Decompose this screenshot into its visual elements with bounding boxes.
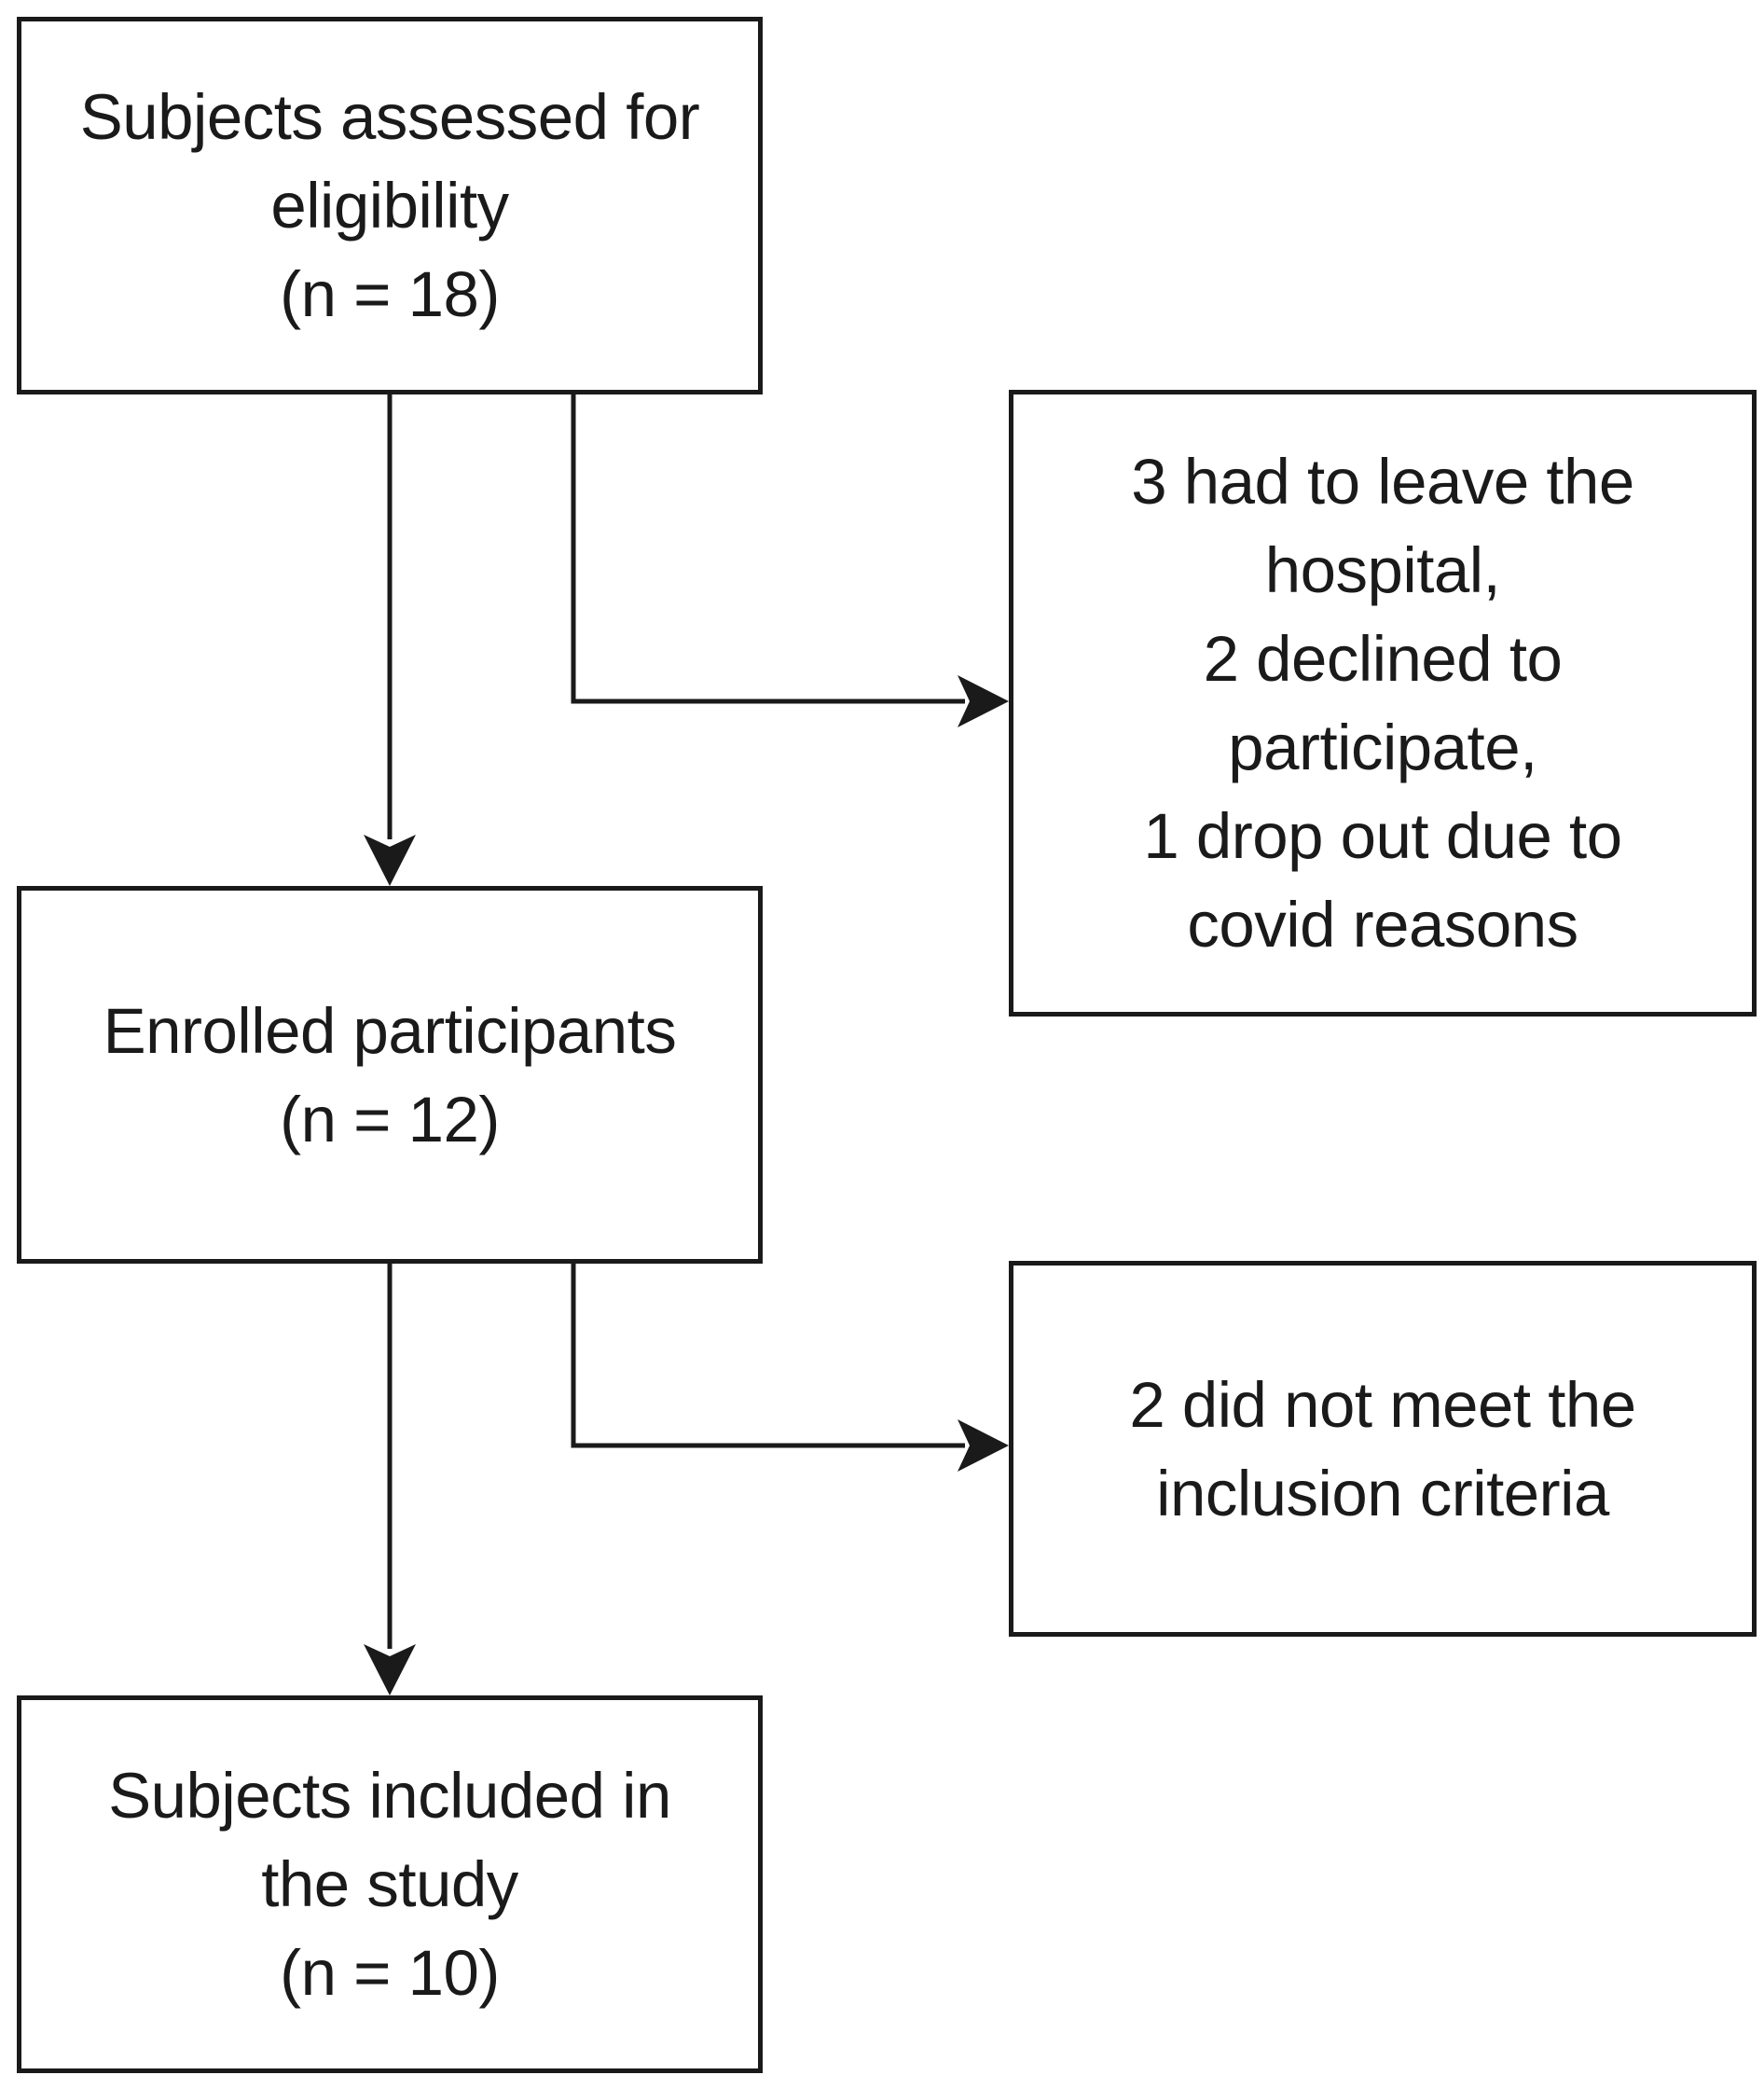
enrolled-participants-text: Enrolled participants (n = 12) — [103, 987, 677, 1164]
included-in-study-text: Subjects included in the study (n = 10) — [108, 1751, 671, 2017]
text-line: participate, — [1228, 712, 1537, 783]
text-line: covid reasons — [1187, 889, 1578, 961]
excluded-after-enrollment-text: 2 did not meet the inclusion criteria — [1129, 1361, 1636, 1538]
excluded-before-enrollment-box: 3 had to leave the hospital, 2 declined … — [1009, 390, 1757, 1017]
text-line: Subjects assessed for — [79, 81, 700, 153]
arrow-enrolled-to-criteria-exclusion — [571, 1264, 1009, 1472]
text-line: 3 had to leave the — [1131, 446, 1634, 518]
included-in-study-box: Subjects included in the study (n = 10) — [17, 1695, 763, 2073]
enrolled-participants-box: Enrolled participants (n = 12) — [17, 886, 763, 1264]
text-line: Subjects included in — [108, 1760, 671, 1832]
excluded-after-enrollment-box: 2 did not meet the inclusion criteria — [1009, 1261, 1757, 1637]
arrow-enrolled-to-included — [364, 1264, 416, 1695]
text-line: hospital, — [1264, 534, 1501, 606]
text-line: 2 did not meet the — [1129, 1368, 1636, 1441]
text-line: the study — [261, 1848, 518, 1920]
text-line: 2 declined to — [1203, 623, 1563, 695]
excluded-before-enrollment-text: 3 had to leave the hospital, 2 declined … — [1131, 437, 1634, 969]
text-line: Enrolled participants — [103, 994, 677, 1067]
text-line: inclusion criteria — [1156, 1457, 1609, 1529]
text-line: (n = 12) — [280, 1083, 500, 1155]
text-line: (n = 18) — [280, 258, 500, 330]
assessed-for-eligibility-text: Subjects assessed for eligibility (n = 1… — [80, 73, 700, 339]
arrow-assessed-to-exclusions — [571, 394, 1009, 727]
assessed-for-eligibility-box: Subjects assessed for eligibility (n = 1… — [17, 17, 763, 394]
text-line: eligibility — [270, 170, 509, 242]
text-line: 1 drop out due to — [1143, 800, 1622, 872]
arrow-assessed-to-enrolled — [364, 394, 416, 886]
text-line: (n = 10) — [280, 1937, 500, 2009]
